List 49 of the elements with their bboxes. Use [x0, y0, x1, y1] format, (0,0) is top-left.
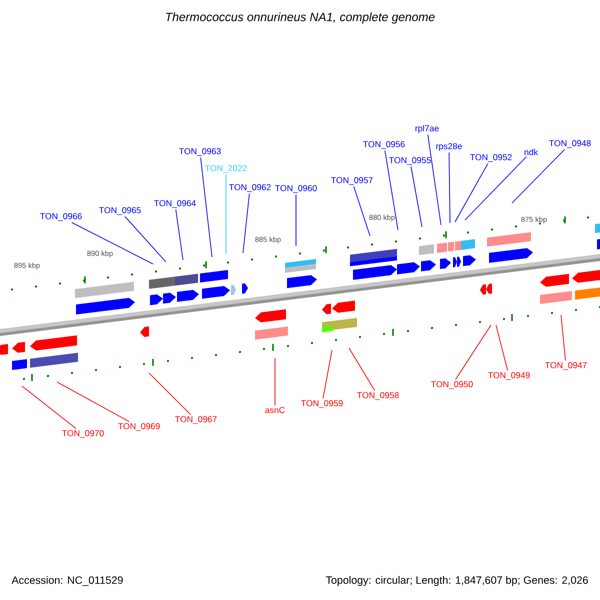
gene-label: TON_0970: [62, 430, 104, 438]
leader-line: [148, 372, 191, 415]
leader-line: [322, 350, 332, 399]
title: Thermococcus onnurineus NA1, complete genome: [166, 12, 435, 24]
leader-line: [274, 358, 276, 406]
leader-line: [427, 134, 442, 226]
leader-line: [200, 157, 212, 258]
gene-label: TON_0960: [275, 185, 317, 193]
gene-label: TON_0952: [470, 154, 512, 162]
leader-line: [353, 186, 370, 236]
leader-line: [71, 222, 154, 264]
leader-line: [448, 152, 450, 224]
gene-label: TON_0955: [389, 157, 431, 165]
leader-line: [464, 156, 527, 220]
gene-label: TON_0966: [40, 213, 82, 221]
footer-text: Topology: circular; Length: 1,847,607 bp; Genes: 2,026: [326, 576, 588, 586]
gene-label: TON_0950: [431, 381, 473, 389]
gene-label: rps28e: [436, 143, 462, 151]
gene-label: rpl7ae: [416, 124, 439, 134]
gene-label: TON_0949: [488, 372, 530, 380]
gene-label: TON_0969: [118, 423, 160, 431]
leader-line: [455, 324, 492, 380]
gene-label: TON_0947: [545, 362, 587, 370]
gene-label: TON_0967: [175, 416, 217, 424]
gene-label: TON_0959: [301, 400, 343, 408]
gene-label: TON_0956: [363, 141, 405, 149]
gene-label: ndk: [524, 148, 538, 156]
gene-label: TON_0948: [549, 140, 591, 148]
leader-line: [496, 324, 508, 371]
gene-label: TON_0957: [331, 177, 373, 185]
footer-text: Accession: NC_011529: [12, 576, 123, 586]
gene-label: TON_0965: [99, 207, 141, 215]
gene-label: TON_0958: [357, 392, 399, 400]
gene-label: asnC: [265, 406, 285, 414]
leader-line: [512, 149, 566, 204]
leader-line: [242, 193, 250, 254]
leader-line: [22, 386, 76, 429]
leader-line: [175, 209, 184, 260]
leader-line: [124, 216, 166, 262]
leader-line: [56, 382, 130, 422]
leader-line: [348, 348, 376, 391]
leader-line: [410, 166, 422, 228]
gene-label: TON_0963: [179, 148, 221, 156]
leader-line: [384, 150, 398, 230]
gene-label: TON_0962: [229, 184, 271, 192]
gene-label: TON_0964: [154, 200, 196, 208]
leader-line: [560, 314, 566, 361]
gene-label: TON_2022: [205, 165, 247, 173]
leader-line: [454, 163, 488, 222]
